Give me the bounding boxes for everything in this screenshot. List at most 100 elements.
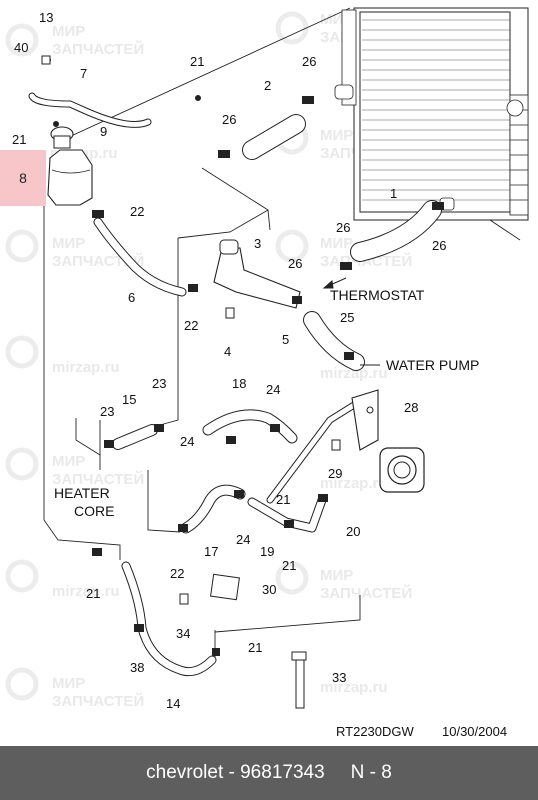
drawing-code: RT2230DGW [336, 724, 415, 739]
watermark-site-text: mirzap.ru [52, 583, 120, 600]
watermark-logo-icon [275, 11, 309, 45]
watermark-left-3: mirzap.ru [5, 335, 120, 376]
clamp-icon [92, 548, 102, 556]
callout-21: 21 [86, 586, 100, 601]
callout-19: 19 [260, 544, 274, 559]
watermark-text: МИР [320, 235, 353, 252]
thermostat-label: THERMOSTAT [330, 287, 425, 303]
callout-22: 22 [130, 204, 144, 219]
watermark-top: МИР ЗАПЧАСТЕЙ [5, 23, 144, 58]
pipe-15-fill [113, 425, 157, 449]
callout-26: 26 [302, 54, 316, 69]
watermark-left-6: МИР ЗАПЧАСТЕЙ [5, 667, 144, 710]
callout-26: 26 [288, 256, 302, 271]
callout-38: 38 [130, 660, 144, 675]
bypass-pipe-fill [267, 397, 365, 503]
clamp-icon [340, 262, 352, 270]
watermark-logo-icon [5, 447, 39, 481]
callout-21: 21 [12, 132, 26, 147]
highlighted-callout-8[interactable]: 8 [0, 150, 46, 206]
clamp-icon [226, 436, 236, 444]
hose-2-fill [243, 115, 305, 159]
arrow-icon [322, 280, 334, 289]
water-pump-label: WATER PUMP [386, 357, 479, 373]
hose-1-fill [351, 201, 441, 261]
watermark-left-4: МИР ЗАПЧАСТЕЙ [5, 447, 144, 488]
watermark-right-5: МИР ЗАПЧАСТЕЙ [275, 561, 412, 602]
callout-6: 6 [128, 290, 135, 305]
callout-5: 5 [282, 332, 289, 347]
clamp-icon [284, 520, 294, 528]
callout-21: 21 [282, 558, 296, 573]
callout-21: 21 [248, 640, 262, 655]
clamp-icon [195, 95, 201, 101]
callout-9: 9 [100, 124, 107, 139]
heater-core-label: CORE [74, 503, 114, 519]
watermark-site-text: mirzap.ru [320, 475, 388, 492]
coolant-outlet-3 [213, 239, 301, 309]
callout-24: 24 [236, 532, 250, 547]
bolt-icon [179, 593, 189, 605]
callout-24: 24 [180, 434, 194, 449]
watermark-site-text: mirzap.ru [52, 359, 120, 376]
bolt-icon [225, 307, 235, 319]
clamp-icon [53, 121, 59, 127]
callout-34: 34 [176, 626, 190, 641]
radiator-side-tank [334, 9, 529, 216]
watermark-logo-icon [5, 229, 39, 263]
watermark-logo-icon [5, 23, 39, 57]
watermark-site-text: mirzap.ru [320, 365, 388, 382]
clamp-icon [292, 296, 302, 304]
watermark-text: МИР [320, 127, 353, 144]
callout-28: 28 [404, 400, 418, 415]
clamp-icon [134, 624, 144, 632]
clamp-icon [432, 202, 444, 210]
callout-23: 23 [100, 404, 114, 419]
callout-40: 40 [14, 40, 28, 55]
heater-core-label: HEATER [54, 485, 110, 501]
callout-30: 30 [262, 582, 276, 597]
hose-18-fill [203, 410, 297, 443]
watermark-left-5: mirzap.ru [5, 559, 120, 600]
callouts: 13 40 7 21 9 21 2 26 26 1 22 26 26 3 26 … [12, 10, 446, 711]
callout-21: 21 [190, 54, 204, 69]
callout-25: 25 [340, 310, 354, 325]
callout-22: 22 [184, 318, 198, 333]
coolant-reservoir [47, 126, 93, 206]
clamp-icon [344, 352, 354, 360]
callout-22: 22 [170, 566, 184, 581]
callout-14: 14 [166, 696, 180, 711]
hose-6-fill [94, 218, 186, 296]
bolt-icon [331, 439, 341, 451]
watermark-site-text: mirzap.ru [320, 679, 388, 696]
watermark-text: ЗАПЧАСТЕЙ [52, 470, 144, 488]
watermark-text: МИР [52, 23, 85, 40]
watermark-text: МИР [320, 567, 353, 584]
radiator-core-fins [362, 19, 510, 201]
watermark-logo-icon [5, 667, 39, 701]
callout-13: 13 [39, 10, 53, 25]
bracket-28 [351, 389, 379, 451]
pipe-19-20-fill [248, 496, 326, 532]
strap-33 [291, 651, 307, 709]
clamp-icon [212, 648, 220, 656]
clamp-icon [92, 210, 104, 218]
throttle-body [379, 447, 425, 493]
watermark-text: МИР [52, 675, 85, 692]
hose-clamps [45, 57, 444, 656]
callout-26: 26 [336, 220, 350, 235]
plate-30 [210, 573, 240, 601]
bolts [41, 55, 341, 605]
callout-3: 3 [254, 236, 261, 251]
watermark-logo-icon [275, 561, 309, 595]
callout-26: 26 [432, 238, 446, 253]
callout-2: 2 [264, 78, 271, 93]
callout-29: 29 [328, 466, 342, 481]
clamp-icon [178, 524, 188, 532]
hose-14-fill [122, 562, 216, 676]
watermark-logo-icon [5, 335, 39, 369]
part-footer: chevrolet - 96817343 N - 8 [0, 746, 538, 800]
watermark-text: МИР [52, 453, 85, 470]
callout-26: 26 [222, 112, 236, 127]
